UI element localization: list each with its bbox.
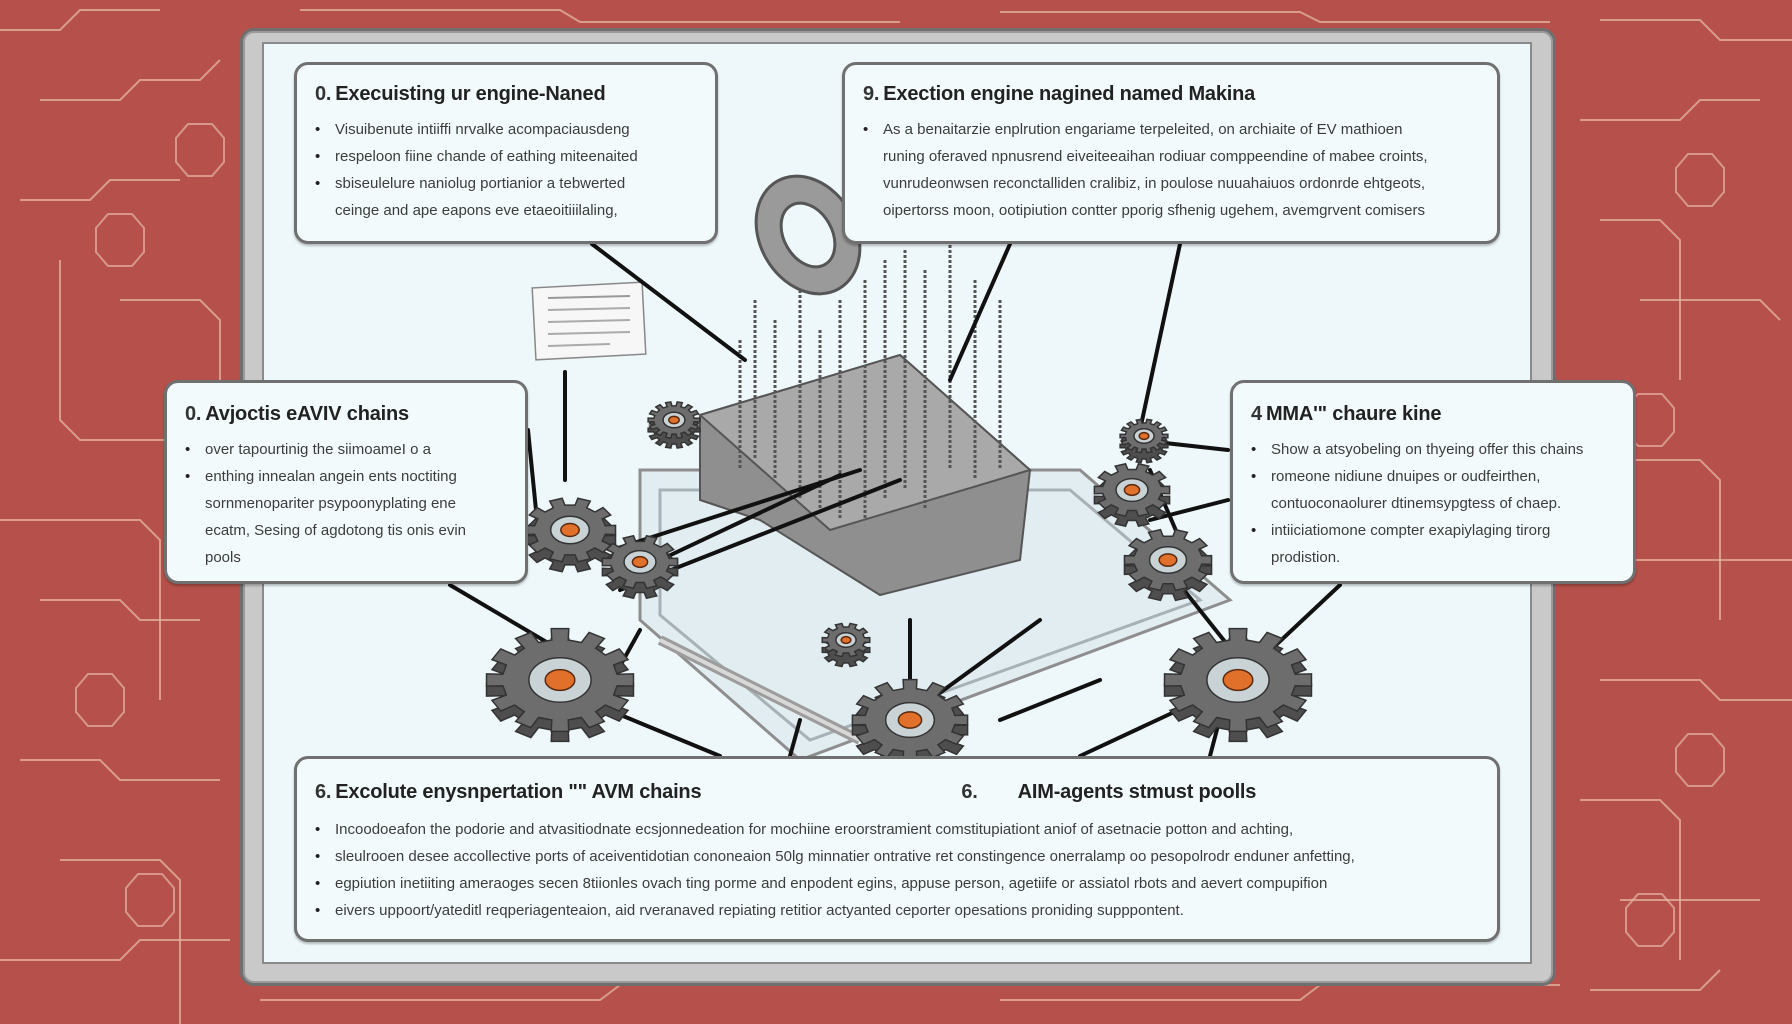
gear-icon [821, 622, 871, 668]
circuit-pad [1675, 733, 1725, 787]
circuit-trace [59, 260, 200, 441]
gear-core-icon [1138, 431, 1150, 441]
gear-icon [1093, 462, 1171, 528]
list-item: sornmenopariter psypoonyplating ene [205, 495, 456, 512]
gear-core-icon [668, 415, 680, 425]
box-titles: 6.Excolute enysnpertation "" AVM chains … [315, 781, 1479, 804]
list-item: vunrudeonwsen reconctalliden cralibiz, i… [883, 175, 1426, 192]
gear-core-icon [1123, 483, 1141, 497]
connector-line [998, 678, 1102, 722]
circuit-trace [40, 59, 221, 101]
connector-line [928, 618, 1042, 702]
bullet-list: Incoodoeafon the podorie and atvasitiodn… [315, 816, 1479, 924]
bullet-list: over tapourtinig the siimoameI o aenthin… [185, 436, 507, 571]
gear-icon [601, 534, 679, 600]
circuit-trace [60, 859, 181, 1024]
gear-core-icon [544, 668, 576, 692]
gear-icon [523, 497, 617, 573]
list-item: sbiseulelure naniolug portianior a tebwe… [315, 170, 697, 197]
list-item: intiiciatiomone compter exapiylaging tir… [1251, 517, 1615, 544]
list-item: prodistion. [1271, 549, 1341, 566]
connector-line [948, 242, 1012, 382]
circuit-pad [1675, 153, 1725, 207]
info-box-middle-left: 0.Avjoctis eAVIV chains over tapourtinig… [164, 380, 528, 584]
box-title: 6.Excolute enysnpertation "" AVM chains [315, 781, 702, 803]
list-item: eivers uppoort/yateditl reqperiagenteaio… [315, 897, 1479, 924]
circuit-trace [1580, 459, 1721, 620]
circuit-trace [1000, 11, 1550, 23]
circuit-trace [1640, 299, 1781, 321]
list-item: egpiution inetiiting ameraoges secen 8ti… [315, 870, 1479, 897]
circuit-trace [0, 939, 230, 961]
circuit-pad [175, 123, 225, 177]
list-item: Show a atsyobeling on thyeing offer this… [1251, 436, 1615, 463]
gear-core-icon [560, 522, 580, 538]
circuit-trace [0, 9, 160, 31]
list-item: pools [205, 549, 241, 566]
gear-icon [647, 401, 701, 449]
connector-line [788, 718, 802, 758]
list-item: sleulrooen desee accollective ports of a… [315, 843, 1479, 870]
gear-icon [1123, 528, 1213, 602]
circuit-trace [300, 9, 900, 23]
connector-line [1148, 498, 1230, 522]
circuit-trace [20, 179, 180, 201]
box-title: 0.Avjoctis eAVIV chains [185, 403, 409, 425]
bullet-list: Visuibenute intiiffi nrvalke acompaciaus… [315, 116, 697, 224]
circuit-pad [95, 213, 145, 267]
circuit-trace [40, 599, 200, 621]
circuit-trace [1580, 799, 1681, 960]
circuit-trace [1600, 19, 1792, 41]
gear-icon [1119, 418, 1169, 464]
list-item: respeloon fiine chande of eathing miteen… [315, 143, 697, 170]
info-box-top-left: 0.Execuisting ur engine-Naned Visuibenut… [294, 62, 718, 244]
circuit-trace [1600, 679, 1792, 701]
chain-columns [738, 240, 1002, 520]
gear-core-icon [897, 711, 923, 729]
gear-core-icon [1222, 668, 1254, 692]
list-item: ceinge and ape eapons eve etaeoitiiilali… [335, 202, 618, 219]
list-item: Visuibenute intiiffi nrvalke acompaciaus… [315, 116, 697, 143]
box-title: 6.AIM-agents stmust poolls [961, 781, 1257, 803]
connector-line [658, 473, 842, 562]
gear-icon [1163, 627, 1313, 743]
connector-line [590, 242, 747, 362]
circuit-trace [20, 759, 220, 781]
list-item: oipertorss moon, ootipiution contter ppo… [883, 202, 1425, 219]
list-item: As a benaitarzie enplrution engariame te… [863, 116, 1479, 143]
box-title: 0.Execuisting ur engine-Naned [315, 83, 606, 105]
circuit-trace [1580, 99, 1760, 121]
circuit-trace [1600, 219, 1681, 380]
connector-line [448, 583, 562, 652]
list-item: ecatm, Sesing of agdotong tis onis evin [205, 522, 466, 539]
list-item: over tapourtinig the siimoameI o a [185, 436, 507, 463]
gear-nodes [485, 401, 1313, 772]
info-box-top-right: 9.Exection engine nagined named Makina A… [842, 62, 1500, 244]
list-item: enthing innealan angein ents noctiting [185, 463, 507, 490]
info-box-bottom: 6.Excolute enysnpertation "" AVM chains … [294, 756, 1500, 942]
connector-line [1138, 242, 1182, 432]
bullet-list: As a benaitarzie enplrution engariame te… [863, 116, 1479, 224]
gear-icon [485, 627, 635, 743]
list-item: contuoconaolurer dtinemsypgtess of chaep… [1271, 495, 1562, 512]
list-item: Incoodoeafon the podorie and atvasitiodn… [315, 816, 1479, 843]
box-title: 9.Exection engine nagined named Makina [863, 83, 1256, 105]
document-sheet [531, 281, 647, 361]
list-item: runing oferaved npnusrend eiveiteeaihan … [883, 148, 1428, 165]
gear-core-icon [840, 635, 852, 645]
circuit-trace [1590, 969, 1721, 991]
bullet-list: Show a atsyobeling on thyeing offer this… [1251, 436, 1615, 571]
gear-core-icon [631, 555, 649, 569]
gear-core-icon [1158, 553, 1178, 567]
gear-icon [851, 678, 969, 772]
ring-gear [754, 174, 862, 296]
circuit-pad [125, 873, 175, 927]
circuit-pad [1625, 893, 1675, 947]
circuit-pad [75, 673, 125, 727]
list-item: romeone nidiune dnuipes or oudfeirthen, [1251, 463, 1615, 490]
